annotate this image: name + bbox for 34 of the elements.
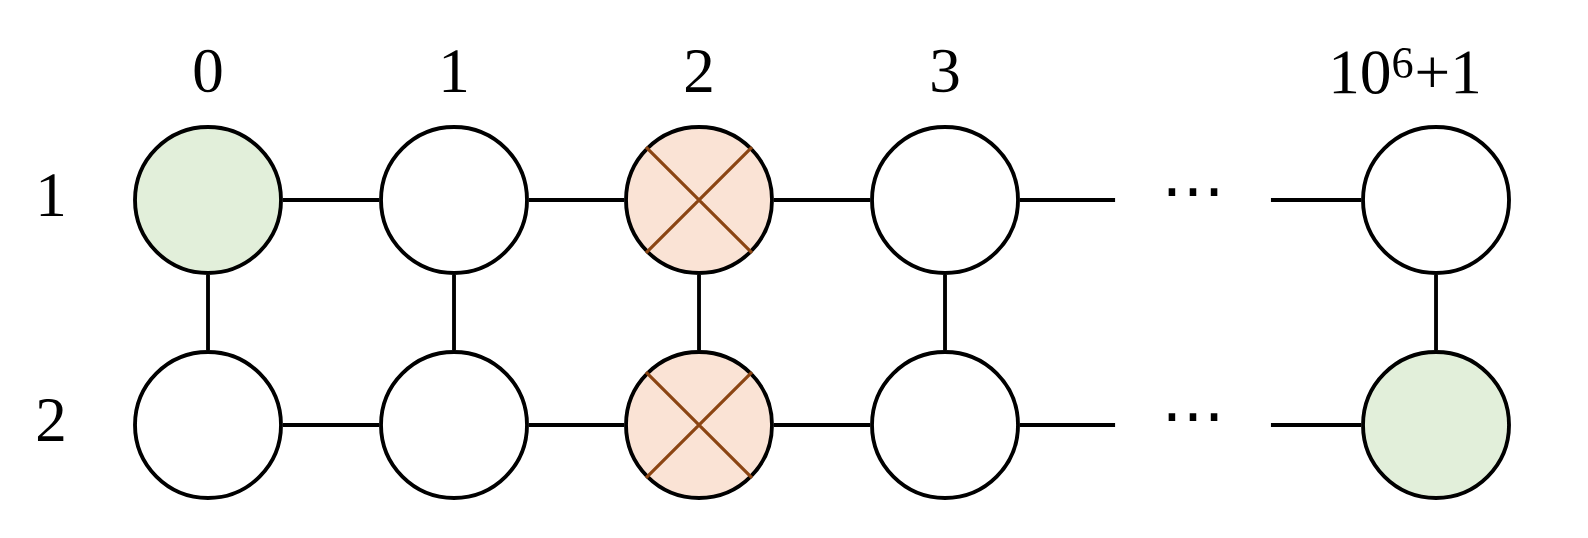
connector-line xyxy=(282,423,380,427)
column-number: 3 xyxy=(932,49,959,93)
connector-line xyxy=(1019,198,1116,202)
column-number: 10$^{6}$+1 xyxy=(1333,48,1478,94)
column-number: 0 xyxy=(194,49,222,93)
connector-line xyxy=(773,423,871,427)
crossed-circle xyxy=(624,125,774,275)
connector-line xyxy=(1019,423,1116,427)
circle xyxy=(133,350,283,500)
shaded-circle xyxy=(1361,350,1511,500)
connector-line xyxy=(206,274,210,351)
row-number: 1 xyxy=(40,174,63,216)
shaded-circle xyxy=(133,125,283,275)
circle xyxy=(1361,125,1511,275)
crossed-circle xyxy=(624,350,774,500)
connector-line xyxy=(1270,423,1362,427)
connector-line xyxy=(528,423,625,427)
connector-line xyxy=(452,274,456,351)
circle xyxy=(870,350,1020,500)
row-number: 2 xyxy=(38,399,64,441)
column-number: 2 xyxy=(686,50,712,92)
circle xyxy=(379,350,529,500)
connector-line xyxy=(943,274,947,351)
connector-line xyxy=(773,198,871,202)
column-number: 1 xyxy=(443,50,467,92)
connector-line xyxy=(528,198,625,202)
circle xyxy=(870,125,1020,275)
connector-line xyxy=(282,198,380,202)
ellipsis: ⋯ xyxy=(1168,188,1218,197)
circle xyxy=(379,125,529,275)
ellipsis: ⋯ xyxy=(1168,413,1218,422)
connector-line xyxy=(697,274,701,351)
connector-line xyxy=(1270,198,1362,202)
connector-line xyxy=(1434,274,1438,351)
